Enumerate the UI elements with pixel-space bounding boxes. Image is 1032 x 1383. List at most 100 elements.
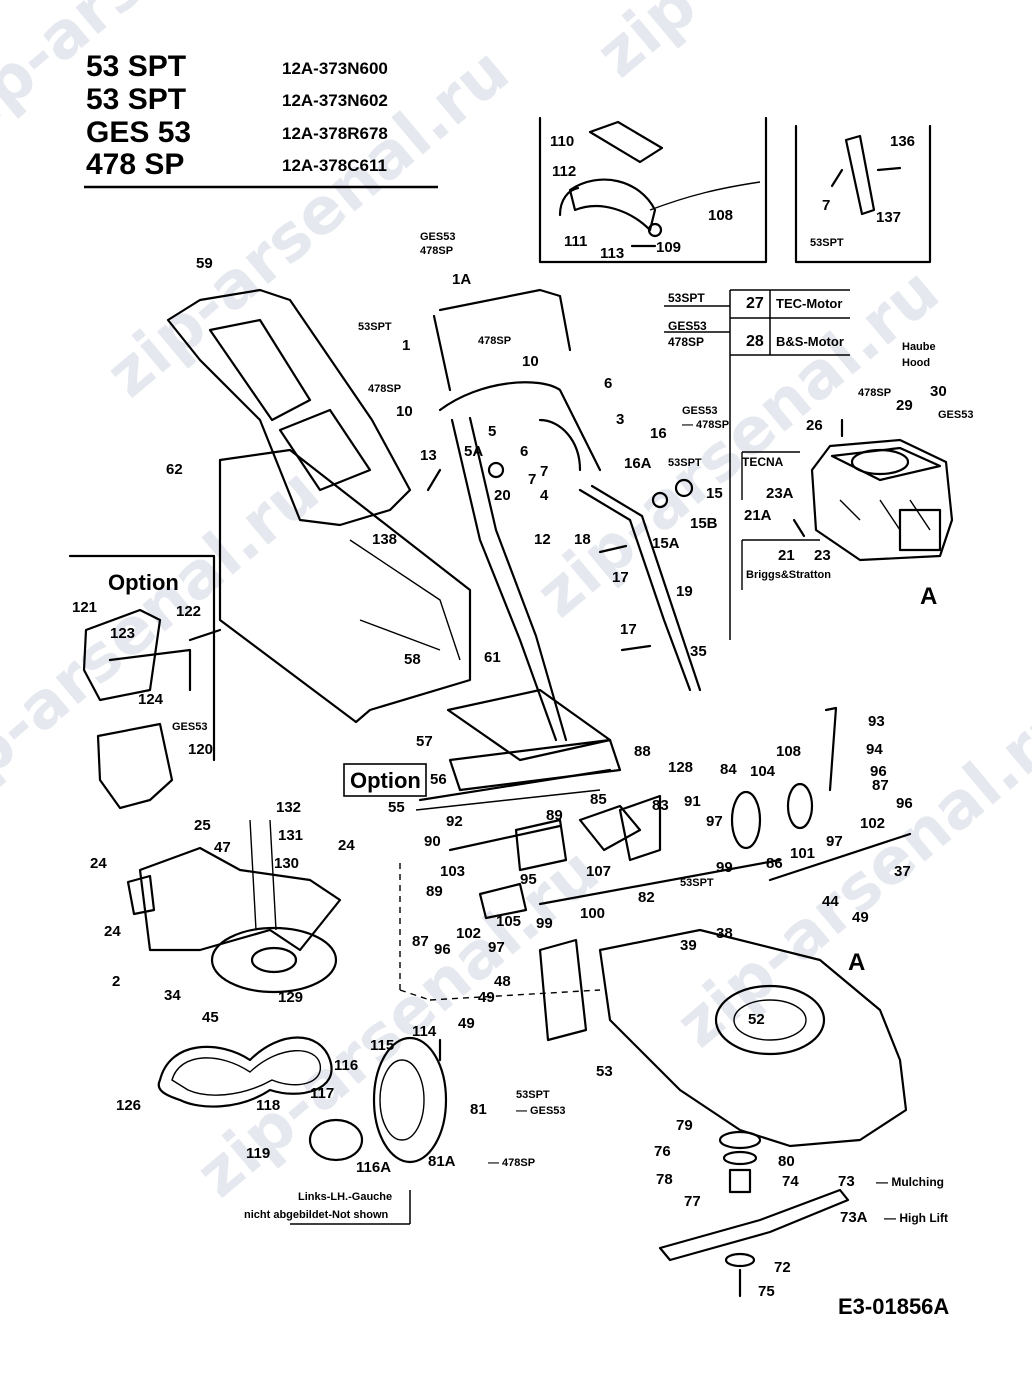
engine-hood: [830, 446, 942, 482]
blade-73: [658, 1188, 850, 1262]
part-callout-5A: 5A: [464, 443, 483, 460]
part-callout-90: 90: [424, 833, 441, 850]
part-callout-29: 29: [896, 397, 913, 414]
inset-frame-left: [538, 116, 768, 264]
part-callout-53: 53: [596, 1063, 613, 1080]
engine-row1-model: 53SPT: [668, 291, 705, 305]
model-code-1: 12A-373N600: [282, 59, 388, 78]
part-callout-47: 47: [214, 839, 231, 856]
part-callout-25: 25: [194, 817, 211, 834]
part-callout-120: 120: [188, 741, 213, 758]
rear-56: [448, 738, 622, 792]
part-137: [844, 134, 876, 216]
wheel-assembly: [308, 1036, 448, 1164]
part-callout-1A: 1A: [452, 271, 471, 288]
part-callout-45: 45: [202, 1009, 219, 1026]
part-callout-7: 7: [822, 197, 830, 214]
model-code-2: 12A-373N602: [282, 91, 388, 110]
part-callout-55: 55: [388, 799, 405, 816]
pulley-cover-34: [210, 926, 338, 994]
part-callout-86: 86: [766, 855, 783, 872]
part-callout-4: 4: [540, 487, 549, 504]
part-callout-23: 23: [814, 547, 831, 564]
part-callout-95: 95: [520, 871, 537, 888]
part-callout-20: 20: [494, 487, 511, 504]
engine-block: [810, 438, 954, 562]
part-callout-97: 97: [706, 813, 723, 830]
deck-engine-opening: [714, 984, 826, 1056]
part-callout-12: 12: [534, 531, 551, 548]
part-callout-110: 110: [550, 133, 574, 150]
engine-fins: [839, 499, 931, 531]
part-callout-116: 116: [334, 1057, 358, 1074]
catcher-frame-58: [349, 539, 461, 661]
rear-flap: [415, 688, 622, 811]
model-name-4: 478 SP: [86, 148, 184, 181]
not-shown-label-1: Links-LH.-Gauche: [298, 1191, 392, 1203]
part-callout-1: 1: [402, 337, 410, 354]
engine-row2-number: 28: [746, 333, 764, 350]
handle-left-upper: [432, 314, 452, 392]
part-callout-56: 56: [430, 771, 447, 788]
part-callout-80: 80: [778, 1153, 795, 1170]
catcher-window-1: [208, 318, 312, 422]
screw-136: [876, 166, 902, 172]
engine-row2-model-a: GES53: [668, 319, 707, 333]
part-callout-89: 89: [546, 807, 563, 824]
part-callout-24: 24: [90, 855, 107, 872]
tag-478sp-10a: 478SP: [478, 335, 511, 347]
belt-126: [157, 1036, 333, 1108]
clip-body-part: [568, 178, 657, 232]
tag-478sp-16-b: — 478SP: [682, 419, 729, 431]
part-callout-93: 93: [868, 713, 885, 730]
part-callout-61: 61: [484, 649, 501, 666]
mulching-label: — Mulching: [876, 1175, 944, 1189]
shaft-37: [768, 832, 912, 882]
part-callout-35: 35: [690, 643, 707, 660]
part-callout-3: 3: [616, 411, 624, 428]
tag-ges53-120: GES53: [172, 721, 207, 733]
part-callout-23A: 23A: [766, 485, 794, 502]
part-callout-76: 76: [654, 1143, 671, 1160]
part-callout-5: 5: [488, 423, 496, 440]
model-code-4: 12A-378C611: [282, 156, 387, 175]
notes-layer: Option Haube Hood TECNA Briggs&Stratton …: [244, 341, 949, 1319]
engine-drawing: [741, 418, 954, 590]
option-label-2: Option: [350, 768, 421, 793]
part-callout-10: 10: [522, 353, 539, 370]
part-callout-113: 113: [600, 245, 624, 262]
tecna-label: TECNA: [742, 455, 784, 469]
rod-55: [418, 768, 612, 802]
tag-53spt-16a: 53SPT: [668, 457, 702, 469]
part-callout-103: 103: [440, 863, 465, 880]
tag-ges53-16-a: GES53: [682, 405, 717, 417]
part-callout-16: 16: [650, 425, 667, 442]
tag-478sp-10b: 478SP: [368, 383, 401, 395]
knob-15A: [651, 491, 669, 509]
wheel-81: [372, 1036, 448, 1164]
part-callout-119: 119: [246, 1145, 270, 1162]
part-callout-130: 130: [274, 855, 299, 872]
part-callout-124: 124: [138, 691, 164, 708]
not-shown-label-2: nicht abgebildet-Not shown: [244, 1209, 388, 1221]
part-callout-74: 74: [782, 1173, 799, 1190]
part-callout-89: 89: [426, 883, 443, 900]
tag-ges53-81: — GES53: [516, 1105, 566, 1117]
part-callout-87: 87: [872, 777, 889, 794]
part-callout-108: 108: [776, 743, 801, 760]
part-callout-105: 105: [496, 913, 521, 930]
part-callout-83: 83: [652, 797, 669, 814]
high-lift-label: — High Lift: [884, 1211, 948, 1225]
hubcap-119: [308, 1118, 364, 1162]
part-callout-136: 136: [890, 133, 915, 150]
model-name-3: GES 53: [86, 116, 191, 149]
part-callout-24: 24: [338, 837, 355, 854]
part-callout-101: 101: [790, 845, 815, 862]
tag-478sp-81a: — 478SP: [488, 1157, 535, 1169]
part-121: [82, 608, 162, 702]
part-callout-94: 94: [866, 741, 883, 758]
part-callout-30: 30: [930, 383, 947, 400]
drive-assembly: [399, 706, 912, 1001]
shaft-90: [448, 824, 562, 852]
